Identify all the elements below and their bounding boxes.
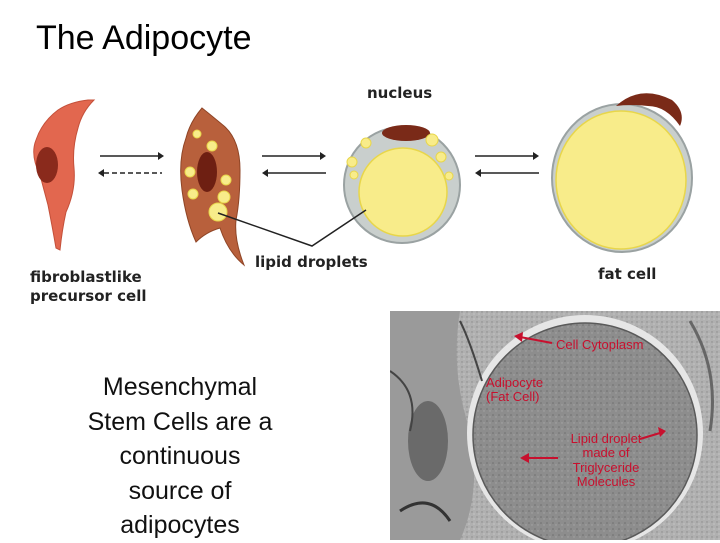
immature-nucleus [382,125,430,141]
caption-line1: Mesenchymal [102,373,258,401]
lipid-droplet-pointers [217,209,367,247]
caption-line5: adipocytes [120,511,240,539]
slide-title: The Adipocyte [36,19,252,57]
caption-line2: Stem Cells are a [87,407,273,436]
lipid-label-line1: Lipid droplet [570,431,642,446]
lipid-droplets-label: lipid droplets [255,253,368,271]
adipocyte-label-line1: Adipocyte [486,375,544,390]
nucleus-label: nucleus [367,84,433,102]
precursor-cell [33,99,96,251]
adipocyte-label: Adipocyte (Fat Cell) [486,375,544,405]
adipocyte-micrograph: Cell Cytoplasm Adipocyte (Fat Cell) Lipi… [390,311,720,540]
lipid-droplet-label: Lipid droplet made of Triglyceride Molec… [556,431,656,489]
precursor-nucleus [36,147,58,183]
caption-line3: continuous [119,442,241,470]
immature-adipocyte [343,125,461,244]
fat-cell-nucleus [616,93,682,126]
caption-line4: source of [128,476,232,505]
fat-cell-label: fat cell [598,265,657,283]
micrograph-image [390,311,720,540]
cell-cytoplasm-label: Cell Cytoplasm [556,337,644,352]
precursor-cell-label: fibroblastlike precursor cell [30,268,146,306]
arrows-preadipocyte-immature [262,152,326,177]
lipid-label-line2: made of [582,445,630,461]
adipocyte-label-line2: (Fat Cell) [486,389,540,405]
preadipocyte-cell [180,107,246,267]
preadipocyte-nucleus [197,152,217,192]
mature-fat-cell [551,93,693,253]
arrows-precursor-preadipocyte [98,152,164,177]
mesenchymal-caption: Mesenchymal Stem Cells are a continuous … [60,370,300,543]
precursor-label-line1: fibroblastlike [30,268,142,286]
lipid-label-line3: Triglyceride [572,459,640,475]
lipid-label-line4: Molecules [576,473,636,489]
arrows-immature-fatcell [475,152,539,177]
precursor-label-line2: precursor cell [30,286,147,305]
adipocyte-differentiation-diagram [33,93,693,267]
